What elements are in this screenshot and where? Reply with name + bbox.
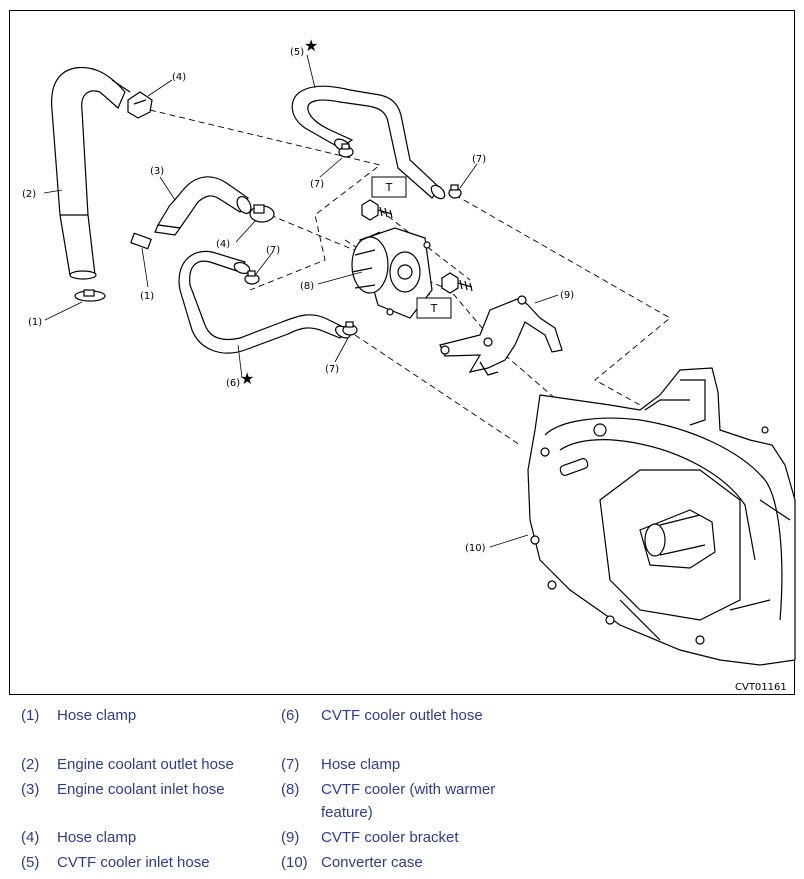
legend-num: (7) (281, 756, 300, 773)
cvtf-cooler-bracket (439, 295, 563, 376)
callout-1: (1) (28, 317, 42, 328)
hose-clamp-7-b (448, 184, 462, 199)
hose-clamp-4-lower (249, 204, 275, 223)
legend-text: CVTF cooler bracket (321, 829, 459, 846)
legend-num: (8) (281, 781, 300, 798)
legend-text: Hose clamp (321, 756, 401, 773)
callout-5: (5) (290, 47, 304, 58)
callout-1-b: (1) (140, 291, 154, 302)
legend-text: CVTF cooler outlet hose (321, 707, 483, 724)
engine-coolant-inlet-hose (154, 176, 252, 236)
callout-7-c: (7) (266, 245, 280, 256)
callout-4-lower: (4) (216, 239, 230, 250)
bolt-lower (441, 272, 473, 294)
callout-6: (6) (226, 378, 240, 389)
hose-clamp-7-a (338, 143, 354, 158)
legend-text: CVTF cooler (with warmer (321, 781, 496, 798)
torque-mark-upper-text: T (385, 181, 393, 194)
legend-text: Engine coolant inlet hose (57, 781, 225, 798)
torque-mark-lower: T (416, 297, 452, 319)
legend-item-8: (8) CVTF cooler (with warmer feature) (281, 778, 581, 824)
callout-10: (10) (465, 543, 486, 554)
callout-3: (3) (150, 166, 164, 177)
legend-text: CVTF cooler inlet hose (57, 854, 210, 871)
callout-2: (2) (22, 189, 36, 200)
legend-num: (6) (281, 707, 300, 724)
legend-num: (2) (21, 756, 40, 773)
legend-text: Hose clamp (57, 707, 137, 724)
legend-num: (3) (21, 781, 40, 798)
figure-id: CVT01161 (735, 682, 787, 693)
torque-mark-upper: T (371, 176, 407, 198)
callout-9: (9) (560, 290, 574, 301)
legend-num: (10) (281, 854, 308, 871)
legend-num: (4) (21, 829, 40, 846)
hose-clamp-1-small (130, 232, 152, 250)
leader-lines (43, 54, 559, 548)
legend-text: Engine coolant outlet hose (57, 756, 234, 773)
callout-8: (8) (300, 281, 314, 292)
figure-frame (9, 10, 795, 695)
exploded-diagram: T T (1) (2) (3) (1) (4) (4) (5) ★ (7) (7… (22, 36, 796, 693)
engine-coolant-outlet-hose (50, 66, 131, 280)
star-mark-5: ★ (304, 36, 318, 55)
hose-clamp-4-upper (127, 91, 153, 119)
bolt-upper (361, 199, 393, 221)
parts-legend: (1) Hose clamp (6) CVTF cooler outlet ho… (0, 700, 804, 879)
legend-num: (5) (21, 854, 40, 871)
legend-num: (9) (281, 829, 300, 846)
legend-text: Hose clamp (57, 829, 137, 846)
hose-clamp-7-c (244, 270, 260, 285)
callout-7-a: (7) (310, 179, 324, 190)
star-mark-6: ★ (240, 369, 254, 388)
legend-text: Converter case (321, 854, 423, 871)
hose-clamp-1 (74, 289, 106, 302)
legend-text-cont: feature) (321, 804, 373, 821)
legend-num: (1) (21, 707, 40, 724)
cvtf-cooler (351, 227, 433, 319)
callout-7-b: (7) (472, 154, 486, 165)
cvtf-cooler-outlet-hose (178, 250, 351, 354)
hose-clamp-7-d (342, 321, 358, 336)
torque-mark-lower-text: T (430, 302, 438, 315)
callout-4-upper: (4) (172, 72, 186, 83)
converter-case (527, 367, 796, 666)
callout-7-d: (7) (325, 364, 339, 375)
